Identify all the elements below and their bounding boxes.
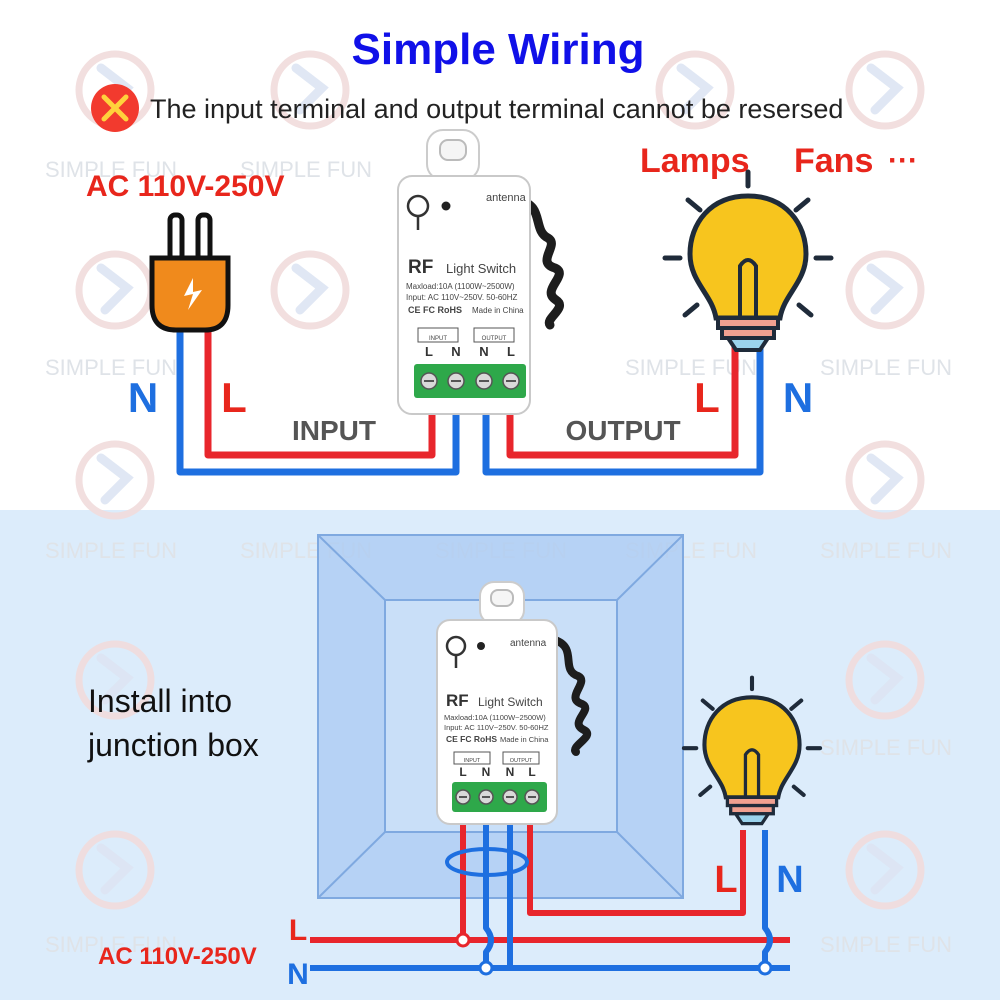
install-line-1: Install into [88,683,232,719]
plug-n-label: N [128,374,158,421]
device-input-tag-2: INPUT [464,758,481,764]
terminal-block-2 [452,782,547,812]
device-made-in: Made in China [472,306,524,315]
page-title: Simple Wiring [352,25,645,74]
svg-text:SIMPLE FUN: SIMPLE FUN [820,538,952,563]
ellipsis-label: ··· [888,144,918,177]
watermark-texts: SIMPLE FUN SIMPLE FUN SIMPLE FUN SIMPLE … [45,157,952,957]
wire-bundle-ring [445,847,529,877]
lamps-label: Lamps [640,142,750,180]
device-brand: RF [408,257,433,278]
device-name-2: Light Switch [478,695,543,709]
bus-n-label: N [287,958,309,991]
bottom-wires [460,822,773,968]
input-label: INPUT [292,415,376,446]
terminal-label-2-1: L [459,765,466,779]
svg-text:SIMPLE FUN: SIMPLE FUN [820,735,952,760]
device-input-2: Input: AC 110V~250V. 50-60HZ [444,723,549,732]
svg-text:SIMPLE FUN: SIMPLE FUN [45,932,177,957]
device-made-in-2: Made in China [500,735,549,744]
device-output-tag-2: OUTPUT [510,758,533,764]
device-name: Light Switch [446,261,516,276]
fans-label: Fans [794,142,873,180]
terminal-label-2-2: N [482,765,491,779]
device-input: Input: AC 110V~250V. 50-60HZ [406,293,518,302]
antenna-coil-icon-2 [551,636,591,756]
rf-switch-device-installed: antenna RF Light Switch Maxload:10A (110… [436,581,591,825]
device-brand-2: RF [446,691,469,710]
device-maxload-2: Maxload:10A (1100W~2500W) [444,713,546,722]
device-input-tag: INPUT [429,336,447,342]
lamp-icon [662,169,834,352]
bottom-voltage-label: AC 110V-250V [98,943,257,970]
bottom-lamp-n-label: N [776,859,803,901]
antenna-label-2: antenna [510,638,547,649]
lamp-n-label: N [783,374,813,421]
svg-text:SIMPLE FUN: SIMPLE FUN [820,932,952,957]
top-voltage-label: AC 110V-250V [86,170,284,203]
antenna-label: antenna [486,192,527,204]
terminal-label-2-4: L [528,765,535,779]
terminal-label-l-in: L [425,344,433,359]
bottom-lamp-icon [681,675,823,826]
power-plug-icon [149,212,231,333]
device-certs: CE FC RoHS [408,305,462,315]
bus-wires [310,937,790,971]
install-line-2: junction box [87,727,259,763]
svg-text:SIMPLE FUN: SIMPLE FUN [240,157,372,182]
lamp-l-label: L [694,374,720,421]
output-label: OUTPUT [565,415,680,446]
warning-row: The input terminal and output terminal c… [91,84,843,132]
device-certs-2: CE FC RoHS [446,734,497,744]
antenna-coil-icon [513,195,564,330]
warning-text: The input terminal and output terminal c… [150,94,843,124]
wire-junctions [455,932,773,976]
terminal-label-2-3: N [506,765,515,779]
rf-switch-device: antenna RF Light Switch Maxload:10A (110… [397,129,564,415]
device-maxload: Maxload:10A (1100W~2500W) [406,282,515,291]
svg-text:SIMPLE FUN: SIMPLE FUN [820,355,952,380]
terminal-block [414,364,526,398]
bottom-lamp-l-label: L [714,859,737,901]
terminal-label-n-in: N [451,344,460,359]
top-wires [176,328,764,476]
bus-l-label: L [289,914,307,947]
plug-l-label: L [221,374,247,421]
svg-text:SIMPLE FUN: SIMPLE FUN [45,538,177,563]
svg-text:SIMPLE FUN: SIMPLE FUN [45,157,177,182]
terminal-label-n-out: N [479,344,488,359]
device-output-tag: OUTPUT [482,336,507,342]
svg-text:SIMPLE FUN: SIMPLE FUN [45,355,177,380]
terminal-label-l-out: L [507,344,515,359]
